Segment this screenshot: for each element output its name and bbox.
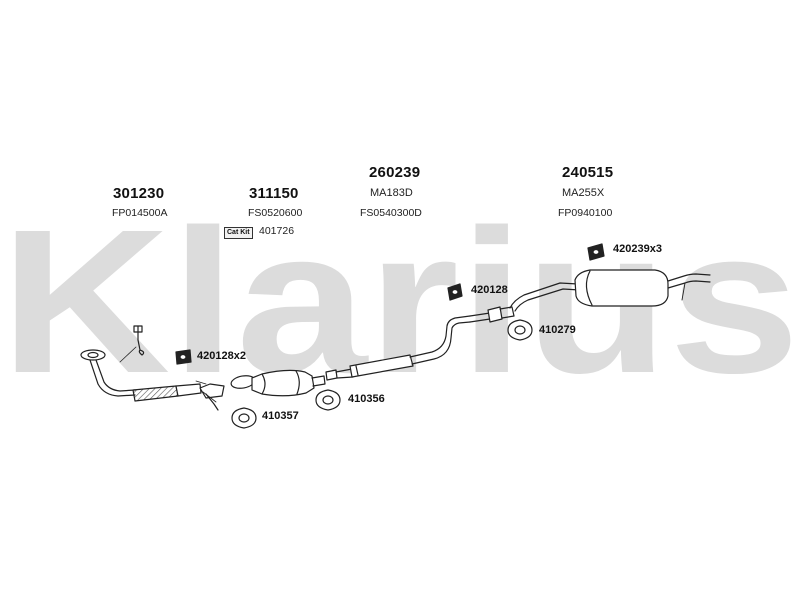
cat-kit-badge: Cat Kit (224, 227, 253, 239)
fitting-label-420239x3: 420239x3 (613, 243, 662, 255)
part-code-fs0540300d: FS0540300D (360, 207, 422, 219)
fitting-label-420128x2: 420128x2 (197, 350, 246, 362)
part-secondary-ma183d: MA183D (370, 187, 413, 199)
fitting-label-410279: 410279 (539, 324, 576, 336)
part-secondary-ma255x: MA255X (562, 187, 605, 199)
part-code-fp014500a: FP014500A (112, 207, 168, 219)
front-pipe-301230 (80, 325, 202, 402)
middle-silencer-260239 (325, 315, 471, 381)
fitting-label-420128: 420128 (471, 284, 508, 296)
rubber-mount-420128 (447, 283, 463, 301)
part-code-401726: 401726 (259, 225, 295, 237)
gasket-410356 (315, 389, 341, 411)
part-number-240515: 240515 (562, 164, 614, 181)
fitting-label-410357: 410357 (262, 410, 299, 422)
gasket-410357 (231, 407, 257, 429)
watermark-text: Klarius (0, 187, 800, 416)
part-code-fs0520600: FS0520600 (248, 207, 303, 219)
part-number-260239: 260239 (369, 164, 421, 181)
gasket-410279 (507, 319, 533, 341)
connecting-pipe (469, 306, 515, 323)
catalytic-converter-311150 (230, 369, 326, 397)
fitting-label-410356: 410356 (348, 393, 385, 405)
part-number-311150: 311150 (249, 185, 299, 202)
rubber-mount-420239x3 (587, 243, 605, 261)
part-code-fp0940100: FP0940100 (558, 207, 613, 219)
front-bracket (195, 380, 225, 411)
part-number-301230: 301230 (113, 185, 165, 202)
rear-silencer-240515 (509, 269, 711, 312)
rubber-mount-420128x2 (175, 349, 192, 365)
